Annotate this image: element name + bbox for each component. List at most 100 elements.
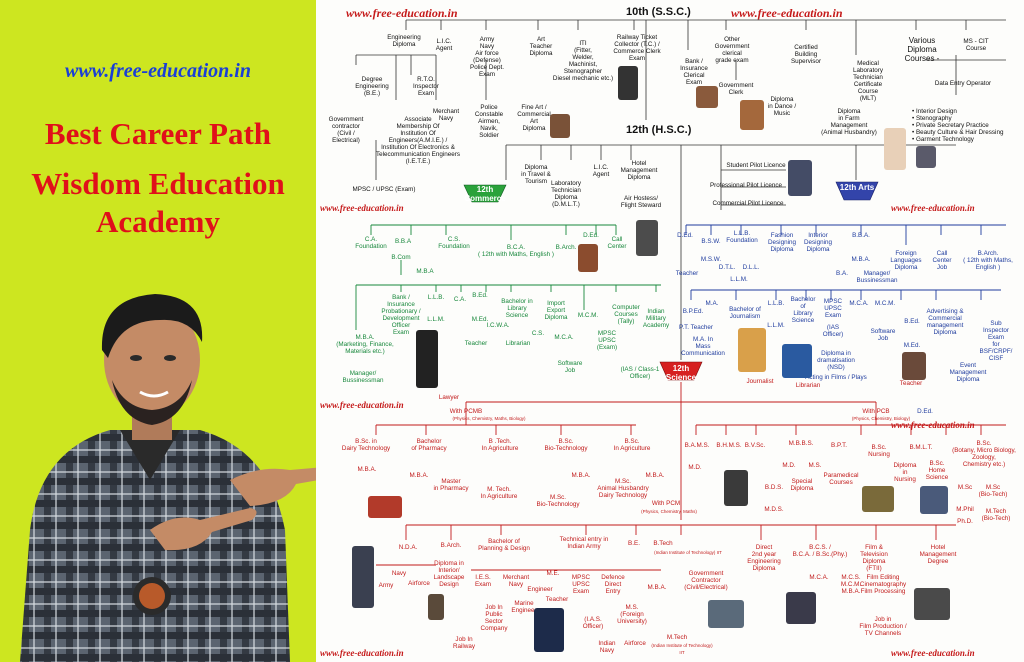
commerce-node: Indian Military Academy	[642, 308, 670, 329]
arts-node: M.Ed.	[903, 342, 921, 349]
science-node: Film Editing Cinematography Film Process…	[859, 574, 907, 595]
arts-node: M.A. In Mass Communication	[681, 336, 725, 357]
science-node: (Indian Institute of Technology) IIT	[651, 643, 713, 655]
node: Medical Laboratory Technician Certificat…	[852, 60, 884, 102]
science-node: Job In Railway	[452, 636, 476, 650]
commerce-node: C.A.	[453, 296, 467, 303]
arts-node: B.Arch. ( 12th with Maths, English )	[963, 250, 1013, 271]
arts-node: L.L.B.	[767, 300, 785, 307]
arts-node: Fashion Designing Diploma	[767, 232, 796, 253]
science-node: M.S. (Foreign University)	[617, 604, 647, 625]
commerce-node: Bank / Insurance Probationary / Developm…	[381, 294, 421, 336]
node: Bank / Insurance Clerical Exam	[680, 58, 708, 86]
lawyer-image	[416, 330, 438, 388]
science-node: B.M.L.T.	[909, 444, 933, 451]
science-node: Job In Public Sector Company	[480, 604, 508, 632]
commerce-node: Teacher	[464, 340, 488, 347]
science-node: B.Sc. Nursing	[868, 444, 890, 458]
science-node: B .Tech. In Agriculture	[481, 438, 519, 452]
hsc-header: 12th (H.S.C.)	[626, 124, 692, 136]
science-node: Marine Engineer	[511, 600, 537, 614]
arts-node: Advertising & Commercial management Dipl…	[926, 308, 964, 336]
soldier-image	[352, 546, 374, 608]
node: Degree Engineering (B.E.)	[355, 76, 389, 97]
science-node: B.A.M.S.	[684, 442, 710, 449]
arts-node: D.T.L.	[718, 264, 736, 271]
watermark: www.free-education.in	[891, 203, 975, 213]
node: Diploma in Dance / Music	[767, 96, 797, 117]
workers-image	[708, 600, 744, 628]
commerce-node: L.L.M.	[427, 316, 445, 323]
science-node: MPSC UPSC Exam	[571, 574, 591, 595]
arts-node: Acting in Films / Plays	[805, 374, 867, 381]
science-node: B.D.S.	[764, 484, 784, 491]
science-node: M.D.	[688, 464, 702, 471]
clerk-image	[696, 86, 718, 108]
node: Art Teacher Diploma	[529, 36, 553, 57]
pilot-image	[788, 160, 812, 196]
arts-node: Interior Designing Diploma	[803, 232, 832, 253]
node: Laboratory Technician Diploma (D.M.L.T.)	[550, 180, 582, 208]
commerce-node: MPSC UPSC (Exam)	[596, 330, 618, 351]
arts-node: MPSC UPSC Exam	[823, 298, 843, 319]
science-node: Teacher	[545, 596, 569, 603]
arts-node: Manager/ Bussinessman	[856, 270, 898, 284]
science-node: Special Diploma	[790, 478, 814, 492]
science-node: M.Sc. Animal Husbandry Dairy Technology	[597, 478, 649, 499]
science-node: Hotel Management Degree	[919, 544, 957, 565]
science-node: M.Sc. Bio-Technology	[536, 494, 580, 508]
arts-node: D.Ed.	[917, 408, 933, 415]
science-node: (Indian Institute of Technology) IIT	[654, 550, 722, 555]
node: Various Diploma Courses -	[904, 36, 940, 63]
node: Commercial Pilot Licence	[712, 200, 784, 207]
commerce-node: L.L.B.	[427, 294, 445, 301]
science-node: (Physics, Chemistry, Maths)	[641, 509, 697, 514]
arts-node: Librarian	[795, 382, 821, 389]
title-line-3: Academy	[96, 204, 220, 239]
commerce-node: M.Ed.	[471, 316, 489, 323]
science-node: B.Sc. (Botany, Micro Biology, Zoology, C…	[952, 440, 1016, 468]
title-line-1: Best Career Path	[44, 116, 272, 151]
arts-node: D.Ed.	[677, 232, 693, 239]
node: Data Entry Operator	[934, 80, 992, 87]
node: Diploma in Farm Management (Animal Husba…	[821, 108, 877, 136]
computer-operator-image	[786, 592, 816, 624]
tailor-image	[916, 146, 936, 168]
node: Fine Art / Commercial Art Diploma	[517, 104, 551, 132]
science-node: M.Phil	[956, 506, 974, 513]
arts-node: M.B.A.	[851, 256, 871, 263]
arts-badge: 12th Arts	[839, 183, 875, 192]
science-node: (Physics, Chemistry, Maths, Biology)	[452, 416, 526, 421]
arts-node: Journalist	[746, 378, 774, 385]
node: Certified Building Supervisor	[790, 44, 822, 65]
science-node: (I.A.S. Officer)	[582, 616, 604, 630]
node: Merchant Navy	[432, 108, 460, 122]
watermark: www.free-education.in	[320, 203, 404, 213]
science-node: Direct 2nd year Engineering Diploma	[747, 544, 781, 572]
commerce-node: I.C.W.A.	[486, 322, 510, 329]
node: • Interior Design • Stenography • Privat…	[912, 108, 1004, 143]
arts-node: Foreign Languages Diploma	[890, 250, 922, 271]
commerce-node: C.S. Foundation	[438, 236, 470, 250]
science-node: M. Tech. In Agriculture	[480, 486, 518, 500]
watermark: www.free-education.in	[891, 648, 975, 658]
science-node: M.D.	[782, 462, 796, 469]
science-node: Airforce	[624, 640, 646, 647]
arts-node: Diploma in dramatisation (NSD)	[817, 350, 855, 371]
node: MS - CIT Course	[963, 38, 989, 52]
science-node: M.S.	[808, 462, 822, 469]
ticket-collector-image	[618, 66, 638, 100]
node: Army Navy Air force (Defense) Police Dep…	[470, 36, 504, 78]
node: Police Constable Airmen, Navik, Soldier	[474, 104, 504, 139]
commerce-node: M.B.A	[416, 268, 434, 275]
arts-node: Teacher	[675, 270, 699, 277]
node: Student Pilot Licence	[726, 162, 786, 169]
left-panel: www.free-education.in Best Career Path W…	[0, 0, 316, 662]
architect-image	[428, 594, 444, 620]
node: Professional Pilot Licence	[709, 182, 783, 189]
connector-lines	[355, 19, 1006, 571]
science-node: With PCMB	[449, 408, 483, 415]
arts-node: Sub Inspector Exam for BSF/CRPF/ CISF	[979, 320, 1013, 362]
teacher-image	[902, 352, 926, 380]
commerce-node: M.C.M.	[577, 312, 599, 319]
